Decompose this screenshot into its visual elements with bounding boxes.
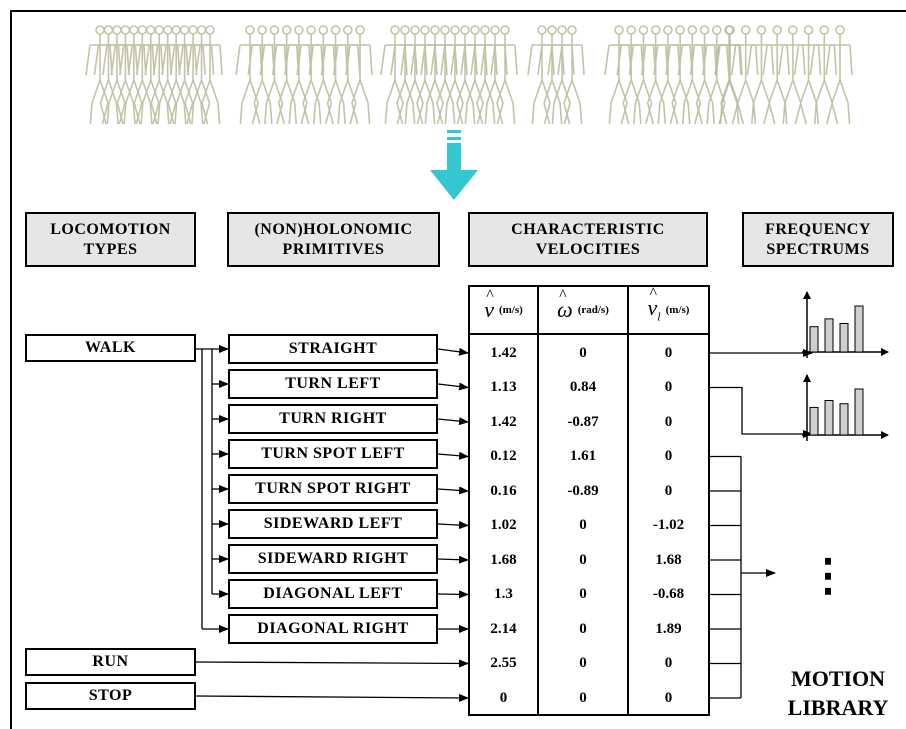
table-cell: 0 — [499, 689, 508, 706]
table-cell: 1.02 — [490, 517, 517, 533]
frame-left — [10, 10, 12, 729]
table-header-omega: ^ω(rad/s) — [557, 287, 609, 322]
spectrum-bar — [809, 406, 819, 436]
table-cell: 0 — [579, 655, 587, 671]
table-cell: 0 — [579, 586, 587, 602]
primitive-diagonal-left: DIAGONAL LEFT — [228, 579, 438, 609]
table-cell: 1.42 — [490, 344, 517, 361]
table-cell: 0 — [579, 551, 587, 568]
table-header-v: ^v(m/s) — [484, 287, 523, 322]
spectrum-bar — [824, 400, 834, 436]
table-col-divider-1 — [537, 285, 539, 716]
table-cell: 0.12 — [490, 448, 517, 464]
table-cell: 0 — [664, 448, 673, 464]
frequency-spectrum-chart — [802, 291, 889, 358]
table-cell: 1.3 — [494, 586, 513, 602]
primitive-turn-spot-right: TURN SPOT RIGHT — [228, 474, 438, 504]
table-cell: 0 — [664, 689, 673, 706]
walking-figures — [85, 25, 853, 125]
table-cell: 0 — [664, 482, 673, 499]
primitive-turn-spot-left: TURN SPOT LEFT — [228, 439, 438, 469]
table-cell: 1.42 — [490, 413, 517, 430]
table-cell: 2.14 — [490, 620, 517, 637]
primitive-diagonal-right: DIAGONAL RIGHT — [228, 614, 438, 644]
table-cell: 0 — [664, 655, 673, 671]
table-cell: -0.68 — [652, 586, 685, 602]
table-cell: 0 — [664, 379, 673, 395]
primitive-sideward-right: SIDEWARD RIGHT — [228, 544, 438, 574]
table-cell: 0 — [579, 517, 587, 533]
table-cell: 0 — [579, 689, 587, 706]
table-header-divider — [468, 333, 710, 335]
skeleton-figure — [715, 25, 853, 125]
frame-top — [10, 10, 906, 12]
skeleton-figure — [604, 25, 742, 125]
spectrum-bar — [839, 403, 849, 436]
locomotion-stop: STOP — [25, 682, 196, 710]
table-cell: 0 — [579, 620, 587, 637]
table-col-divider-2 — [627, 285, 629, 716]
skeleton-figure — [380, 25, 518, 125]
spectrum-bar — [854, 305, 864, 353]
locomotion-run: RUN — [25, 648, 196, 676]
table-cell: 1.13 — [490, 379, 517, 395]
spectrum-bar — [824, 318, 834, 353]
spectrum-bar — [854, 388, 864, 436]
table-cell: 2.55 — [490, 655, 517, 671]
table-cell: 1.61 — [569, 448, 597, 464]
primitive-turn-left: TURN LEFT — [228, 369, 438, 399]
primitive-turn-right: TURN RIGHT — [228, 404, 438, 434]
primitive-straight: STRAIGHT — [228, 334, 438, 364]
table-cell: -1.02 — [652, 517, 685, 533]
table-cell: 1.68 — [655, 551, 682, 568]
skeleton-figure — [235, 25, 373, 125]
table-header-vl: ^vl(m/s) — [647, 285, 690, 324]
table-cell: 0 — [664, 344, 673, 361]
primitive-sideward-left: SIDEWARD LEFT — [228, 509, 438, 539]
table-cell: 0 — [664, 413, 673, 430]
table-cell: -0.87 — [567, 413, 599, 430]
down-arrow — [430, 130, 478, 200]
table-cell: 0.84 — [569, 379, 597, 395]
spectrum-bar — [809, 326, 819, 353]
table-cell: 0 — [579, 344, 587, 361]
skeleton-figure — [527, 25, 585, 125]
ellipsis-icon: ⋮ — [806, 551, 850, 600]
skeleton-figure — [85, 25, 223, 125]
spectrum-bar — [839, 322, 849, 353]
frequency-spectrum-chart — [802, 374, 889, 441]
table-cell: 0.16 — [490, 482, 517, 499]
table-cell: 1.89 — [655, 620, 682, 637]
table-cell: -0.89 — [567, 482, 599, 499]
locomotion-walk: WALK — [25, 334, 196, 362]
table-cell: 1.68 — [490, 551, 517, 568]
velocity-table — [468, 285, 710, 716]
